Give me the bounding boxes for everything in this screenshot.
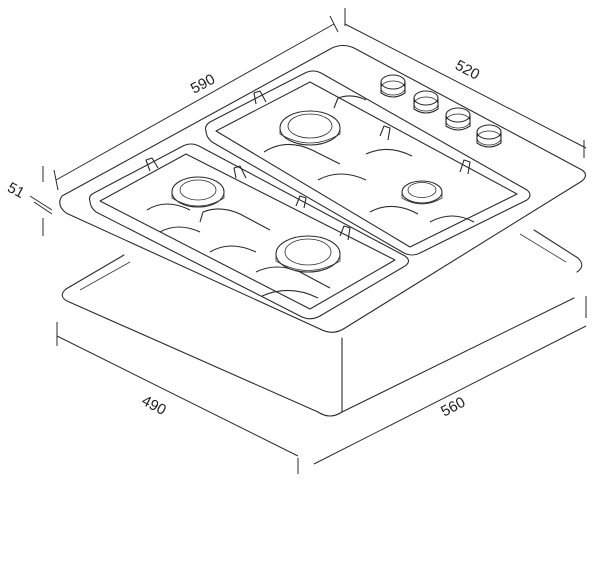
knob-2 bbox=[413, 90, 439, 114]
hob-top-plate bbox=[59, 44, 587, 333]
dimension-cutout-width-label: 560 bbox=[438, 394, 468, 421]
burner-front-left bbox=[171, 176, 225, 208]
burner-rear-right bbox=[401, 180, 443, 205]
grate-left bbox=[88, 143, 410, 320]
knob-1 bbox=[380, 74, 406, 98]
dimension-thickness: 51 bbox=[4, 166, 53, 236]
burner-rear-left bbox=[279, 110, 341, 146]
knob-3 bbox=[445, 107, 471, 131]
dimension-cutout-depth: 490 bbox=[56, 322, 299, 474]
dimension-top-width-label: 590 bbox=[188, 71, 218, 98]
dimension-top-width: 590 bbox=[53, 15, 339, 191]
grate-right bbox=[204, 70, 531, 256]
knob-4 bbox=[476, 124, 502, 148]
dimension-thickness-label: 51 bbox=[4, 179, 27, 202]
burner-front-right bbox=[275, 235, 341, 273]
dimension-cutout-depth-label: 490 bbox=[139, 392, 169, 419]
dimension-top-depth-label: 520 bbox=[452, 57, 482, 84]
dimension-cutout-width: 560 bbox=[313, 296, 587, 465]
hob-lower-body bbox=[61, 229, 583, 417]
